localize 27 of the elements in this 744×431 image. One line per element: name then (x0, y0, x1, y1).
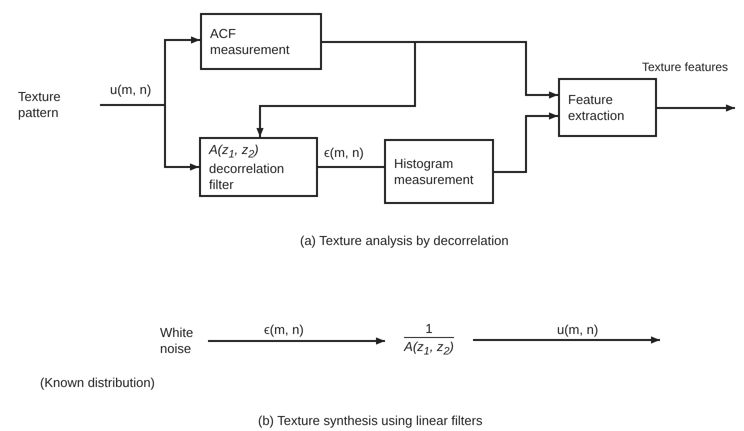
box-label: Histogram measurement (394, 156, 474, 188)
annotation: (Known distribution) (40, 375, 155, 390)
filter-formula: A(z$_{1}$, z$_{2}$) (209, 142, 260, 162)
edge-label: u(m, n) (108, 82, 154, 98)
edge-label: u(m, n) (555, 322, 600, 338)
signal-label: White noise (160, 325, 194, 357)
denominator: A(z$_{1}$, z$_{2}$) (404, 337, 454, 359)
signal-label: Texture pattern (18, 89, 62, 121)
process-box (558, 78, 657, 137)
arrow (256, 41, 416, 137)
process-box (384, 139, 494, 204)
box-label: ACF measurement (210, 26, 290, 58)
process-box (200, 13, 322, 70)
numerator: 1 (425, 321, 433, 337)
box-label: Feature extraction (568, 92, 626, 124)
arrow (494, 112, 558, 173)
process-box (199, 137, 318, 197)
arrow (208, 337, 385, 345)
edge-label: ϵ(m, n) (262, 322, 306, 338)
edge-label: ϵ(m, n) (322, 145, 366, 161)
edge-label: Texture features (640, 60, 730, 74)
arrow (473, 336, 660, 344)
arrow (657, 104, 735, 112)
caption: (b) Texture synthesis using linear filters (258, 413, 482, 428)
box-label: decorrelation filter (209, 161, 286, 192)
caption: (a) Texture analysis by decorrelation (300, 233, 509, 248)
arrow (100, 104, 199, 171)
